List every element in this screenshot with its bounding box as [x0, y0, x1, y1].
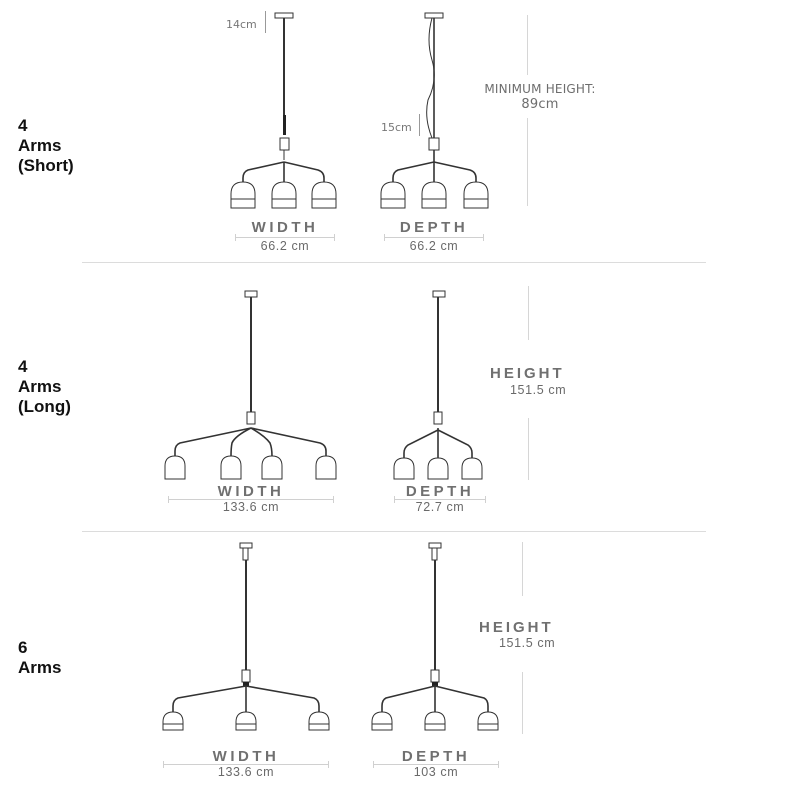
- lamp-drawing-depth-short: [380, 12, 489, 209]
- height-guide-top: [528, 286, 529, 340]
- label-count: 4: [18, 116, 28, 135]
- width-dimension-line: [163, 761, 329, 768]
- height-title: HEIGHT: [490, 365, 565, 382]
- height-guide-top: [527, 15, 528, 75]
- canopy-drop-bar: [265, 11, 266, 33]
- width-value: 66.2 cm: [260, 239, 310, 253]
- row-divider: [82, 262, 706, 263]
- depth-value: 72.7 cm: [415, 500, 465, 514]
- label-arms: Arms: [18, 136, 62, 155]
- label-variant: (Long): [18, 397, 71, 416]
- width-dimension-line: [235, 234, 335, 241]
- minimum-height-value: 89cm: [521, 97, 559, 112]
- height-guide-bottom: [528, 418, 529, 480]
- width-value: 133.6 cm: [217, 765, 275, 779]
- depth-title: DEPTH: [401, 748, 471, 765]
- lamp-drawing-width-long: [164, 290, 337, 480]
- row-label-4-arms-long: 4 Arms (Long): [18, 357, 71, 417]
- body-drop-note: 15cm: [381, 121, 412, 134]
- width-dimension-line: [168, 496, 334, 503]
- lamp-drawing-depth-6-arms: [371, 542, 499, 731]
- height-guide-top: [522, 542, 523, 596]
- label-count: 4: [18, 357, 28, 376]
- body-drop-bar: [419, 114, 420, 136]
- depth-dimension-line: [394, 496, 486, 503]
- width-value: 133.6 cm: [222, 500, 280, 514]
- height-guide-bottom: [522, 672, 523, 734]
- lamp-drawing-width-6-arms: [162, 542, 330, 731]
- depth-value: 103 cm: [413, 765, 459, 779]
- canopy-drop-note: 14cm: [226, 18, 257, 31]
- height-value: 151.5 cm: [499, 636, 556, 650]
- depth-value: 66.2 cm: [409, 239, 459, 253]
- depth-dimension-line: [384, 234, 484, 241]
- row-label-6-arms: 6 Arms: [18, 638, 61, 678]
- width-title: WIDTH: [251, 219, 319, 236]
- label-arms: Arms: [18, 377, 62, 396]
- depth-title: DEPTH: [405, 483, 475, 500]
- minimum-height-title: MINIMUM HEIGHT:: [484, 82, 596, 96]
- row-divider: [82, 531, 706, 532]
- width-title: WIDTH: [212, 748, 280, 765]
- label-arms: Arms: [18, 658, 62, 677]
- height-value: 151.5 cm: [510, 383, 567, 397]
- lamp-drawing-depth-long: [393, 290, 483, 480]
- depth-title: DEPTH: [399, 219, 469, 236]
- height-title: HEIGHT: [479, 619, 554, 636]
- label-count: 6: [18, 638, 28, 657]
- height-guide-bottom: [527, 118, 528, 206]
- width-title: WIDTH: [217, 483, 285, 500]
- lamp-drawing-width-short: [230, 12, 337, 209]
- depth-dimension-line: [373, 761, 499, 768]
- row-label-4-arms-short: 4 Arms (Short): [18, 116, 74, 176]
- label-variant: (Short): [18, 156, 74, 175]
